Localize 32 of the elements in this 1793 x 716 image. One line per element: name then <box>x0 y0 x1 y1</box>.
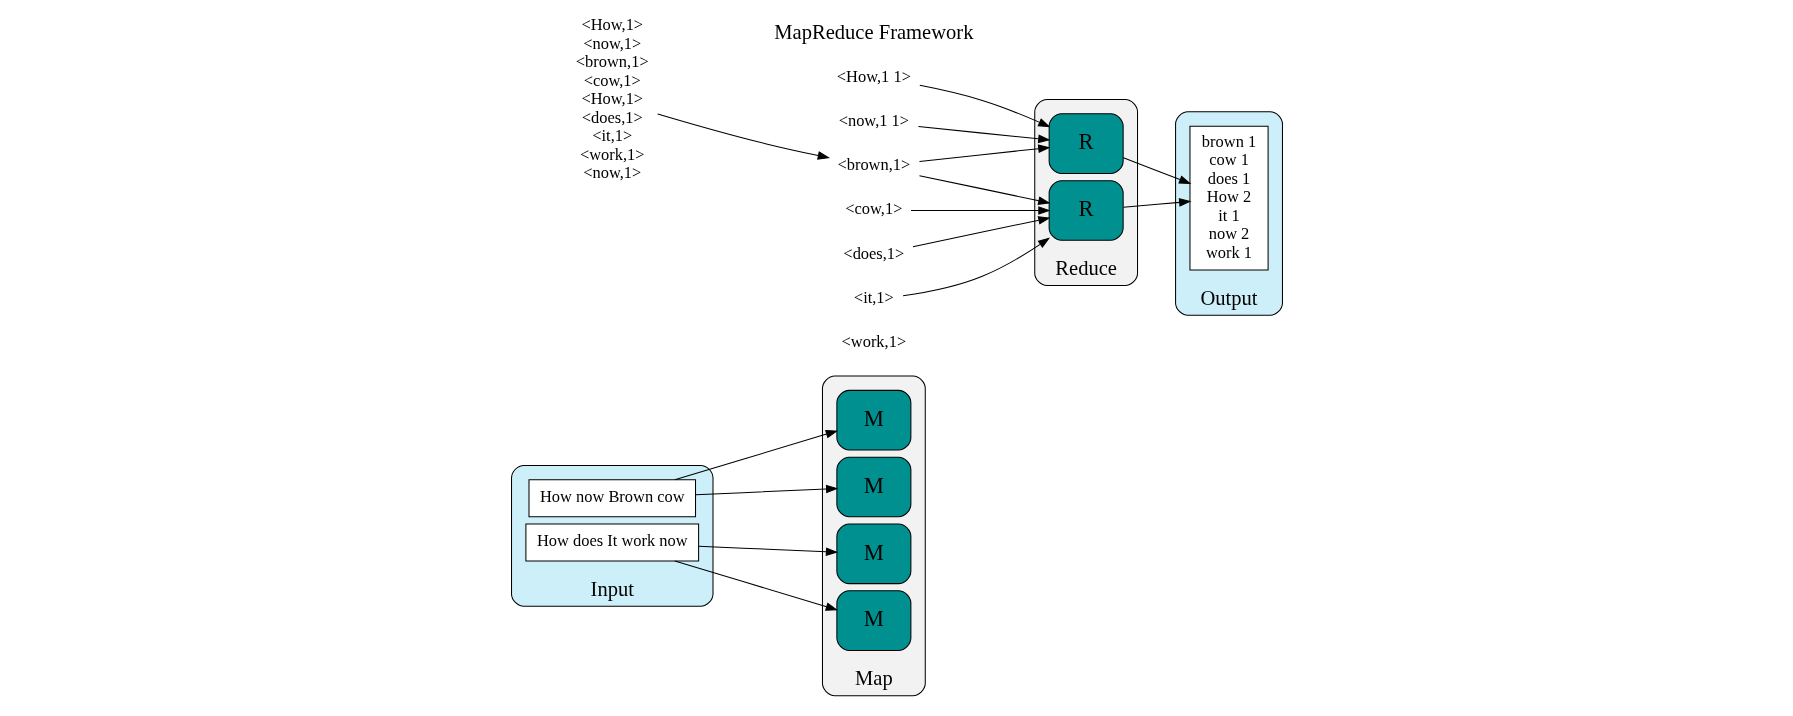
node-box: How does It work now <box>524 523 699 561</box>
arrow <box>910 205 1051 215</box>
arrow <box>911 215 1051 247</box>
node-box: M <box>835 523 911 584</box>
arrow <box>694 484 838 495</box>
node-text: <now,1 1> <box>838 110 909 130</box>
arrow <box>673 429 838 480</box>
arrow <box>918 143 1051 162</box>
arrow <box>918 84 1051 127</box>
node-box: R <box>1048 179 1124 241</box>
node-box: M <box>835 589 911 651</box>
node-box: brown 1 cow 1 does 1 How 2 it 1 now 2 work 1 <box>1188 125 1269 271</box>
node-text: <cow,1> <box>844 198 902 218</box>
arrow <box>918 174 1050 205</box>
label: MapReduce Framework <box>773 20 973 43</box>
arrow <box>917 125 1050 143</box>
node-text: <How,1 1> <box>836 66 911 86</box>
arrow <box>902 236 1050 296</box>
node-box: R <box>1048 112 1124 174</box>
node-box: How now Brown cow <box>528 478 696 517</box>
node-box: M <box>835 456 911 517</box>
node-box: M <box>835 389 911 450</box>
arrow <box>1122 156 1191 184</box>
arrow <box>673 560 838 611</box>
node-text: <work,1> <box>841 331 906 351</box>
arrow <box>1122 197 1191 208</box>
arrow <box>656 112 830 160</box>
node-text: <How,1> <now,1> <brown,1> <cow,1> <How,1> <does,1> <it,1> <work,1> <now,1> <box>575 14 649 182</box>
node-text: <it,1> <box>853 287 894 307</box>
node-text: <does,1> <box>842 243 904 263</box>
node-text: <brown,1> <box>836 154 910 174</box>
arrow <box>697 545 838 556</box>
